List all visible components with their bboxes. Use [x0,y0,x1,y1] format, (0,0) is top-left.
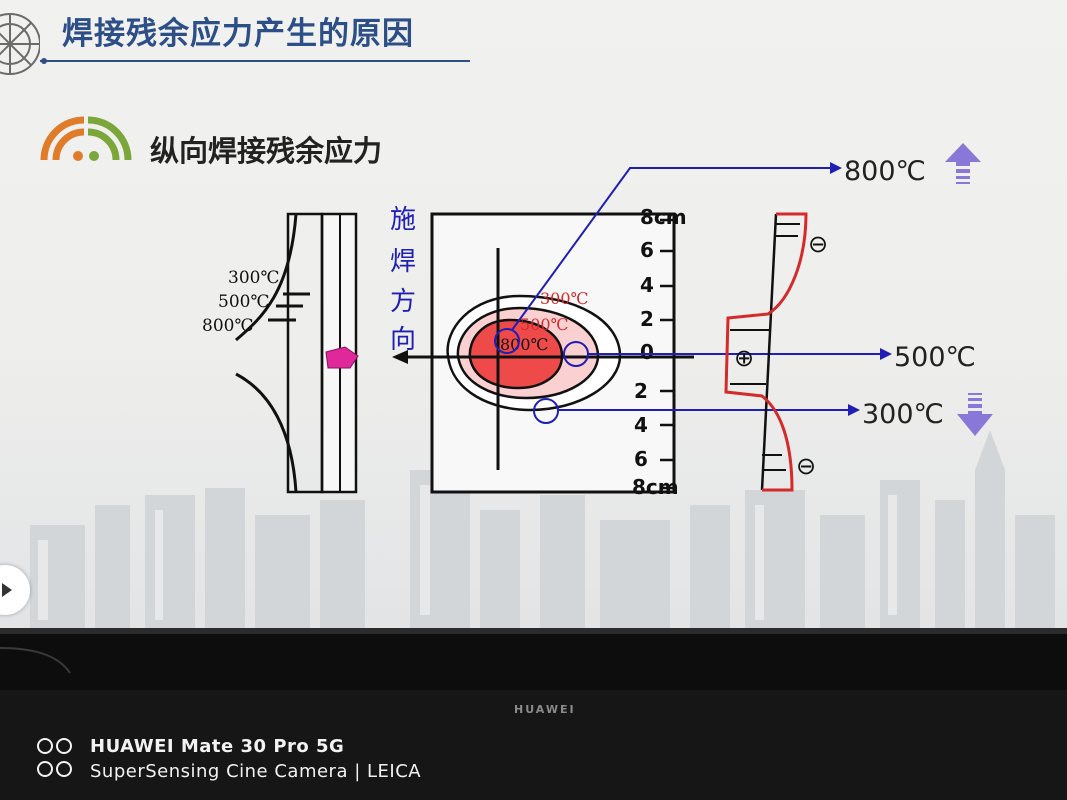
temperature-curve-upper [235,213,298,342]
title-underline [40,58,470,64]
scale-label: 0 [640,340,654,364]
camera-logo-icon [37,738,72,777]
callout-label-800: 800℃ [844,156,926,187]
arrow-up-icon [945,143,981,184]
weld-direction-char: 向 [390,325,416,355]
weld-direction-arrow [392,350,408,364]
stress-sign-compression: ⊕ [734,344,754,372]
bezel-brand: HUAWEI [514,703,576,716]
scale-label: 4 [640,273,654,297]
weld-direction-char: 方 [390,287,416,317]
plate-strip [286,212,359,494]
section-subtitle: 纵向焊接残余应力 [150,134,383,168]
isotherm-ticks [268,292,310,322]
monitor-bezel [0,628,1067,800]
camera-watermark-lens: SuperSensing Cine Camera | LEICA [90,761,422,782]
contour-label-500: 500℃ [520,315,568,334]
left-temp-800: 800℃ [202,316,253,336]
scale-label: 6 [634,447,648,471]
slide-screen: 焊接残余应力产生的原因 纵向焊接残余应力 300℃ [0,0,1067,628]
probe-circle-800 [494,328,520,354]
scale-label: 8cm [640,205,687,229]
stress-sign-tension-bottom: ⊖ [796,452,816,480]
scale-label: 2 [634,379,648,403]
left-temp-300: 300℃ [228,268,279,288]
left-temp-500: 500℃ [218,292,269,312]
stress-distribution [724,212,808,492]
stress-sign-tension-top: ⊖ [808,230,828,258]
gear-icon [0,13,40,75]
scale-label: 4 [634,413,648,437]
scale-label: 8cm [632,475,679,499]
slide-title: 焊接残余应力产生的原因 [62,16,414,52]
leader-800 [511,167,830,331]
skyline-background [30,430,1055,628]
camera-watermark-model: HUAWEI Mate 30 Pro 5G [90,736,345,757]
play-button[interactable] [0,565,30,615]
isotherm-800 [468,318,564,390]
scale-label: 6 [640,238,654,262]
contour-label-800: 800℃ [500,335,548,354]
weld-direction-char: 焊 [390,247,416,277]
callout-label-300: 300℃ [862,399,944,430]
play-icon [2,583,12,597]
arrow-down-icon [957,393,993,436]
weld-stress-diagram: 300℃ 500℃ 800℃ 施 焊 方 向 300℃ 500℃ 800℃ [202,143,993,499]
signal-icon [40,116,132,161]
scale-label: 2 [640,307,654,331]
weld-direction-char: 施 [390,205,416,235]
temperature-curve-lower [235,372,298,493]
contour-label-300: 300℃ [540,289,588,308]
callout-label-500: 500℃ [894,342,976,373]
